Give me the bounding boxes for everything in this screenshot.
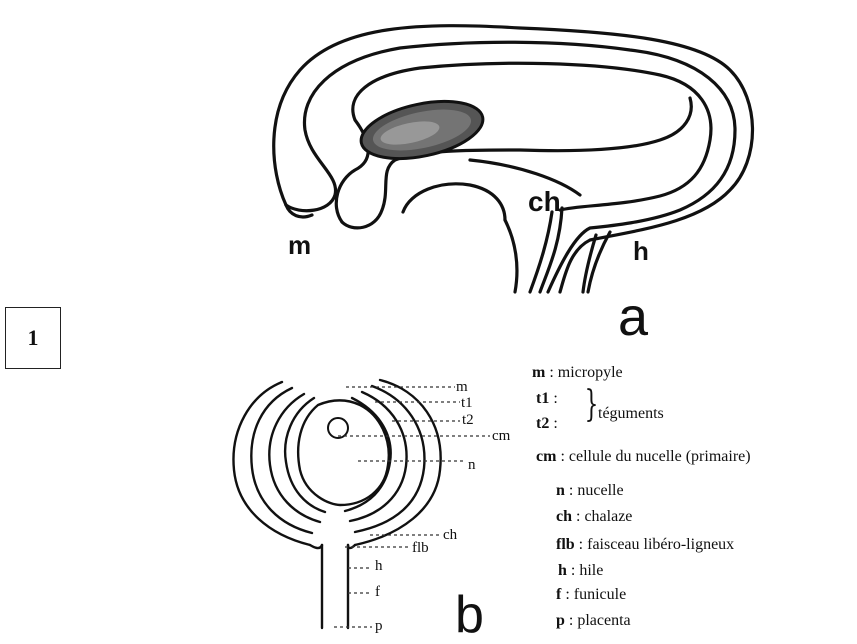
legend-text: cellule du nucelle (primaire) <box>569 448 751 465</box>
legend-text: nucelle <box>577 482 623 499</box>
label-b-t1: t1 <box>461 395 473 412</box>
legend-abbr: m <box>532 364 545 381</box>
label-b-t2: t2 <box>462 412 474 429</box>
label-b-p: p <box>375 618 383 635</box>
legend-text: hile <box>579 562 603 579</box>
legend-row-n: n : nucelle <box>556 482 624 500</box>
legend-row-flb: flb : faisceau libéro-ligneux <box>556 536 734 554</box>
label-b-ch: ch <box>443 527 457 544</box>
legend-row-t1: t1 : <box>536 390 558 408</box>
label-b-h: h <box>375 558 383 575</box>
legend-abbr: t1 <box>536 390 549 407</box>
label-b-f: f <box>375 584 380 601</box>
legend-brace: } <box>585 387 599 423</box>
panel-label-b: b <box>455 590 484 640</box>
legend-text: placenta <box>577 612 630 629</box>
legend-brace-text: téguments <box>598 405 664 423</box>
legend-row-t2: t2 : <box>536 415 558 433</box>
legend-text: faisceau libéro-ligneux <box>587 536 734 553</box>
legend-text: chalaze <box>584 508 632 525</box>
legend-row-cm: cm : cellule du nucelle (primaire) <box>536 448 751 466</box>
legend-abbr: h <box>558 562 567 579</box>
legend-abbr: p <box>556 612 565 629</box>
label-b-m: m <box>456 379 468 396</box>
legend-text: funicule <box>574 586 626 603</box>
legend-row-m: m : micropyle <box>532 364 623 382</box>
legend-abbr: t2 <box>536 415 549 432</box>
label-b-n: n <box>468 457 476 474</box>
legend-abbr: ch <box>556 508 572 525</box>
legend-row-p: p : placenta <box>556 612 631 630</box>
legend-row-f: f : funicule <box>556 586 626 604</box>
legend-row-h: h : hile <box>558 562 603 580</box>
legend-abbr: cm <box>536 448 556 465</box>
label-b-flb: flb <box>412 540 429 557</box>
legend-abbr: n <box>556 482 565 499</box>
legend-abbr: flb <box>556 536 575 553</box>
label-b-cm: cm <box>492 428 510 445</box>
legend-row-ch: ch : chalaze <box>556 508 632 526</box>
legend-text: micropyle <box>558 364 623 381</box>
